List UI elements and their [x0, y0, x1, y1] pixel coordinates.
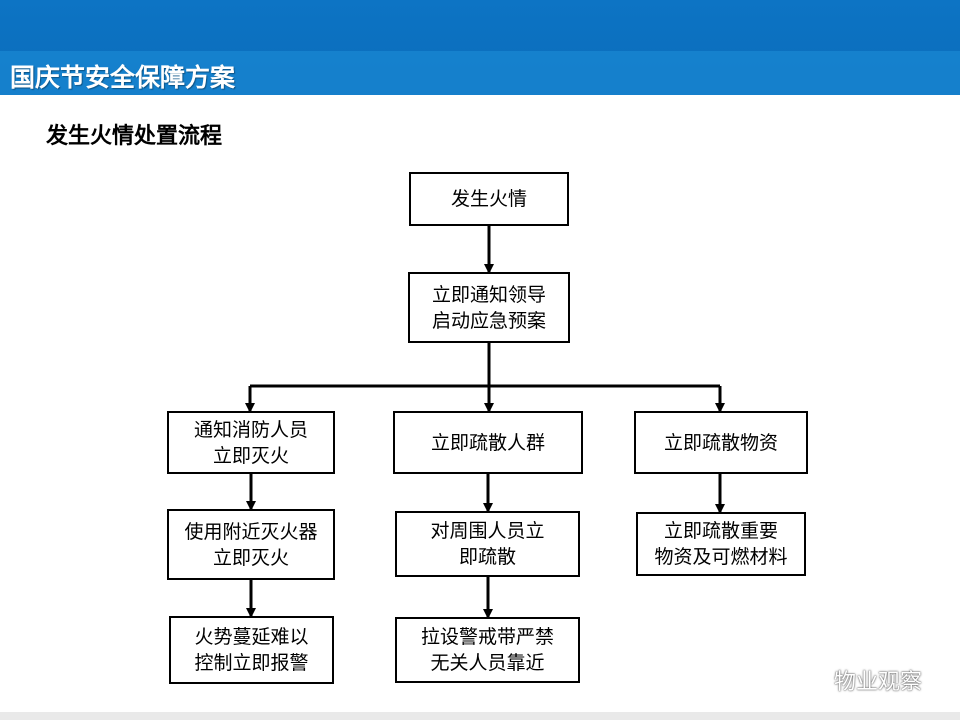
- node-col2-c: 拉设警戒带严禁 无关人员靠近: [395, 617, 580, 683]
- node-col1-c: 火势蔓延难以 控制立即报警: [169, 616, 334, 684]
- node-notify: 立即通知领导 启动应急预案: [408, 272, 570, 343]
- node-col2-a: 立即疏散人群: [393, 411, 583, 474]
- wechat-icon: [798, 664, 828, 696]
- section-subtitle: 发生火情处置流程: [46, 124, 223, 149]
- node-col2-b: 对周围人员立 即疏散: [395, 511, 580, 577]
- node-fire: 发生火情: [409, 172, 569, 226]
- node-col3-b: 立即疏散重要 物资及可燃材料: [636, 512, 806, 576]
- node-col3-a: 立即疏散物资: [634, 411, 808, 474]
- header-band-highlight: [0, 51, 960, 95]
- node-col1-a: 通知消防人员 立即灭火: [167, 411, 335, 474]
- node-col1-b: 使用附近灭火器 立即灭火: [167, 509, 335, 580]
- watermark-text: 物业观察: [834, 670, 923, 695]
- page-title: 国庆节安全保障方案: [10, 63, 236, 92]
- watermark: 物业观察: [798, 664, 922, 696]
- bottom-divider: [0, 712, 960, 720]
